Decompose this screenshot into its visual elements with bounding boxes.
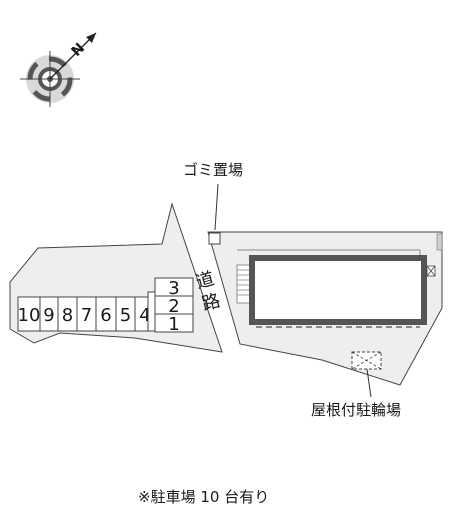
parking-space-number: 7 <box>81 305 92 326</box>
parking-divider <box>147 291 156 332</box>
parking-space-number: 1 <box>168 314 179 335</box>
apartment-building <box>236 233 443 328</box>
parking-space-number: 2 <box>168 296 179 317</box>
bike-parking <box>351 351 382 398</box>
compass-rose-icon: N <box>20 32 97 107</box>
parking-space-number: 4 <box>139 305 150 326</box>
parking-space-number: 6 <box>100 305 111 326</box>
road-label-1: 道 <box>194 268 217 293</box>
garbage-label: ゴミ置場 <box>183 161 243 179</box>
road-label-2: 路 <box>200 290 223 315</box>
bike-parking-label: 屋根付駐輪場 <box>311 401 401 419</box>
parking-space-number: 10 <box>18 305 41 326</box>
parking-footnote: ※駐車場 10 台有り <box>138 488 269 506</box>
parking-space-number: 9 <box>43 305 54 326</box>
garbage-station <box>208 232 221 245</box>
parking-space-number: 3 <box>168 278 179 299</box>
parking-space-number: 5 <box>120 305 131 326</box>
parking-space-number: 8 <box>62 305 73 326</box>
